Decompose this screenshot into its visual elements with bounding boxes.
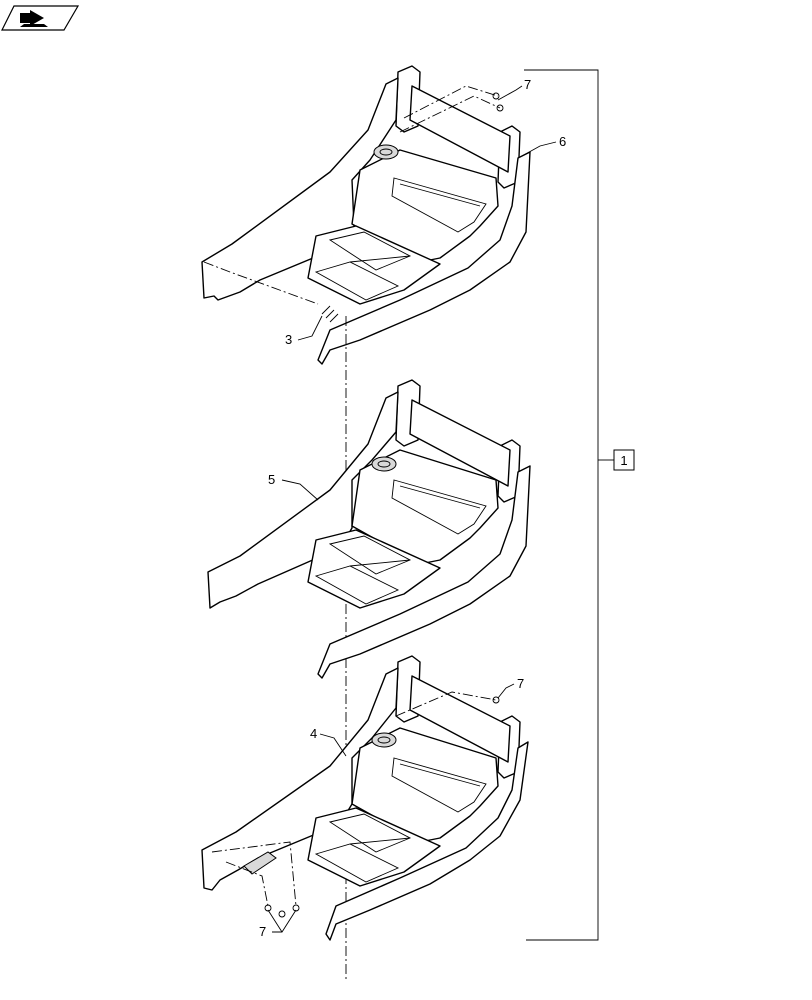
callout-7-top: 7 [524,77,531,92]
leader-6 [521,141,557,157]
insert-part-3 [321,305,339,323]
callout-1: 1 [620,453,627,468]
fastener-lines-bottom [211,691,500,918]
leader-7-top [497,85,523,101]
leader-7-mid [497,683,515,699]
callout-4: 4 [310,726,317,741]
arrow-icon [20,10,48,27]
console-part-4 [201,655,529,941]
nav-badge[interactable] [1,5,80,31]
callout-7-bottom: 7 [259,924,266,939]
callout-5: 5 [268,472,275,487]
leader-7-bottom [272,909,297,933]
callout-box-1 [613,449,635,471]
console-part-6 [201,65,531,365]
callout-7-mid: 7 [517,676,524,691]
assembly-bracket [524,69,614,941]
console-part-5 [207,379,531,679]
leader-3 [297,315,323,341]
leader-4 [319,733,347,757]
leader-5 [281,479,319,501]
callout-3: 3 [285,332,292,347]
callout-6: 6 [559,134,566,149]
